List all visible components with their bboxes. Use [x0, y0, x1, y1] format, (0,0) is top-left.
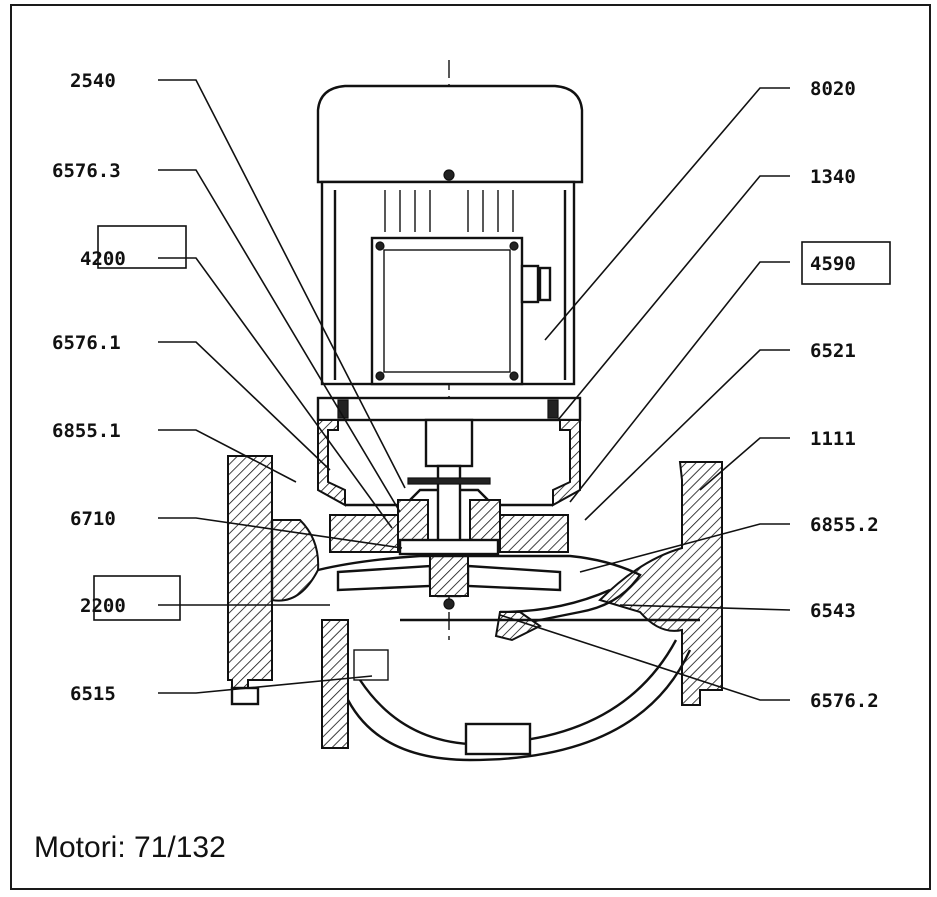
label-boxes — [93, 225, 891, 621]
label-6576-3: 6576.3 — [52, 160, 121, 182]
leader-lines — [158, 79, 791, 701]
label-6521: 6521 — [810, 340, 856, 362]
label-6576-2: 6576.2 — [810, 690, 879, 712]
label-6855-1: 6855.1 — [52, 420, 121, 442]
box-2200 — [93, 575, 181, 621]
pump-drawing — [227, 60, 723, 762]
label-4590: 4590 — [810, 253, 856, 275]
label-6710: 6710 — [70, 508, 116, 530]
motor-fins — [333, 190, 567, 380]
labels-right: 8020 1340 4590 6521 1111 6855.2 6543 657… — [810, 78, 879, 712]
label-1340: 1340 — [810, 166, 856, 188]
caption-motors: Motori: 71/132 — [34, 831, 226, 864]
label-6576-1: 6576.1 — [52, 332, 121, 354]
label-2200: 2200 — [80, 595, 126, 617]
label-6543: 6543 — [810, 600, 856, 622]
box-4590 — [801, 241, 891, 285]
box-4200 — [97, 225, 187, 269]
labels-left: 2540 6576.3 4200 6576.1 6855.1 6710 2200… — [52, 70, 126, 705]
label-1111: 1111 — [810, 428, 856, 450]
label-6855-2: 6855.2 — [810, 514, 879, 536]
label-8020: 8020 — [810, 78, 856, 100]
label-4200: 4200 — [80, 248, 126, 270]
label-2540: 2540 — [70, 70, 116, 92]
label-6515: 6515 — [70, 683, 116, 705]
